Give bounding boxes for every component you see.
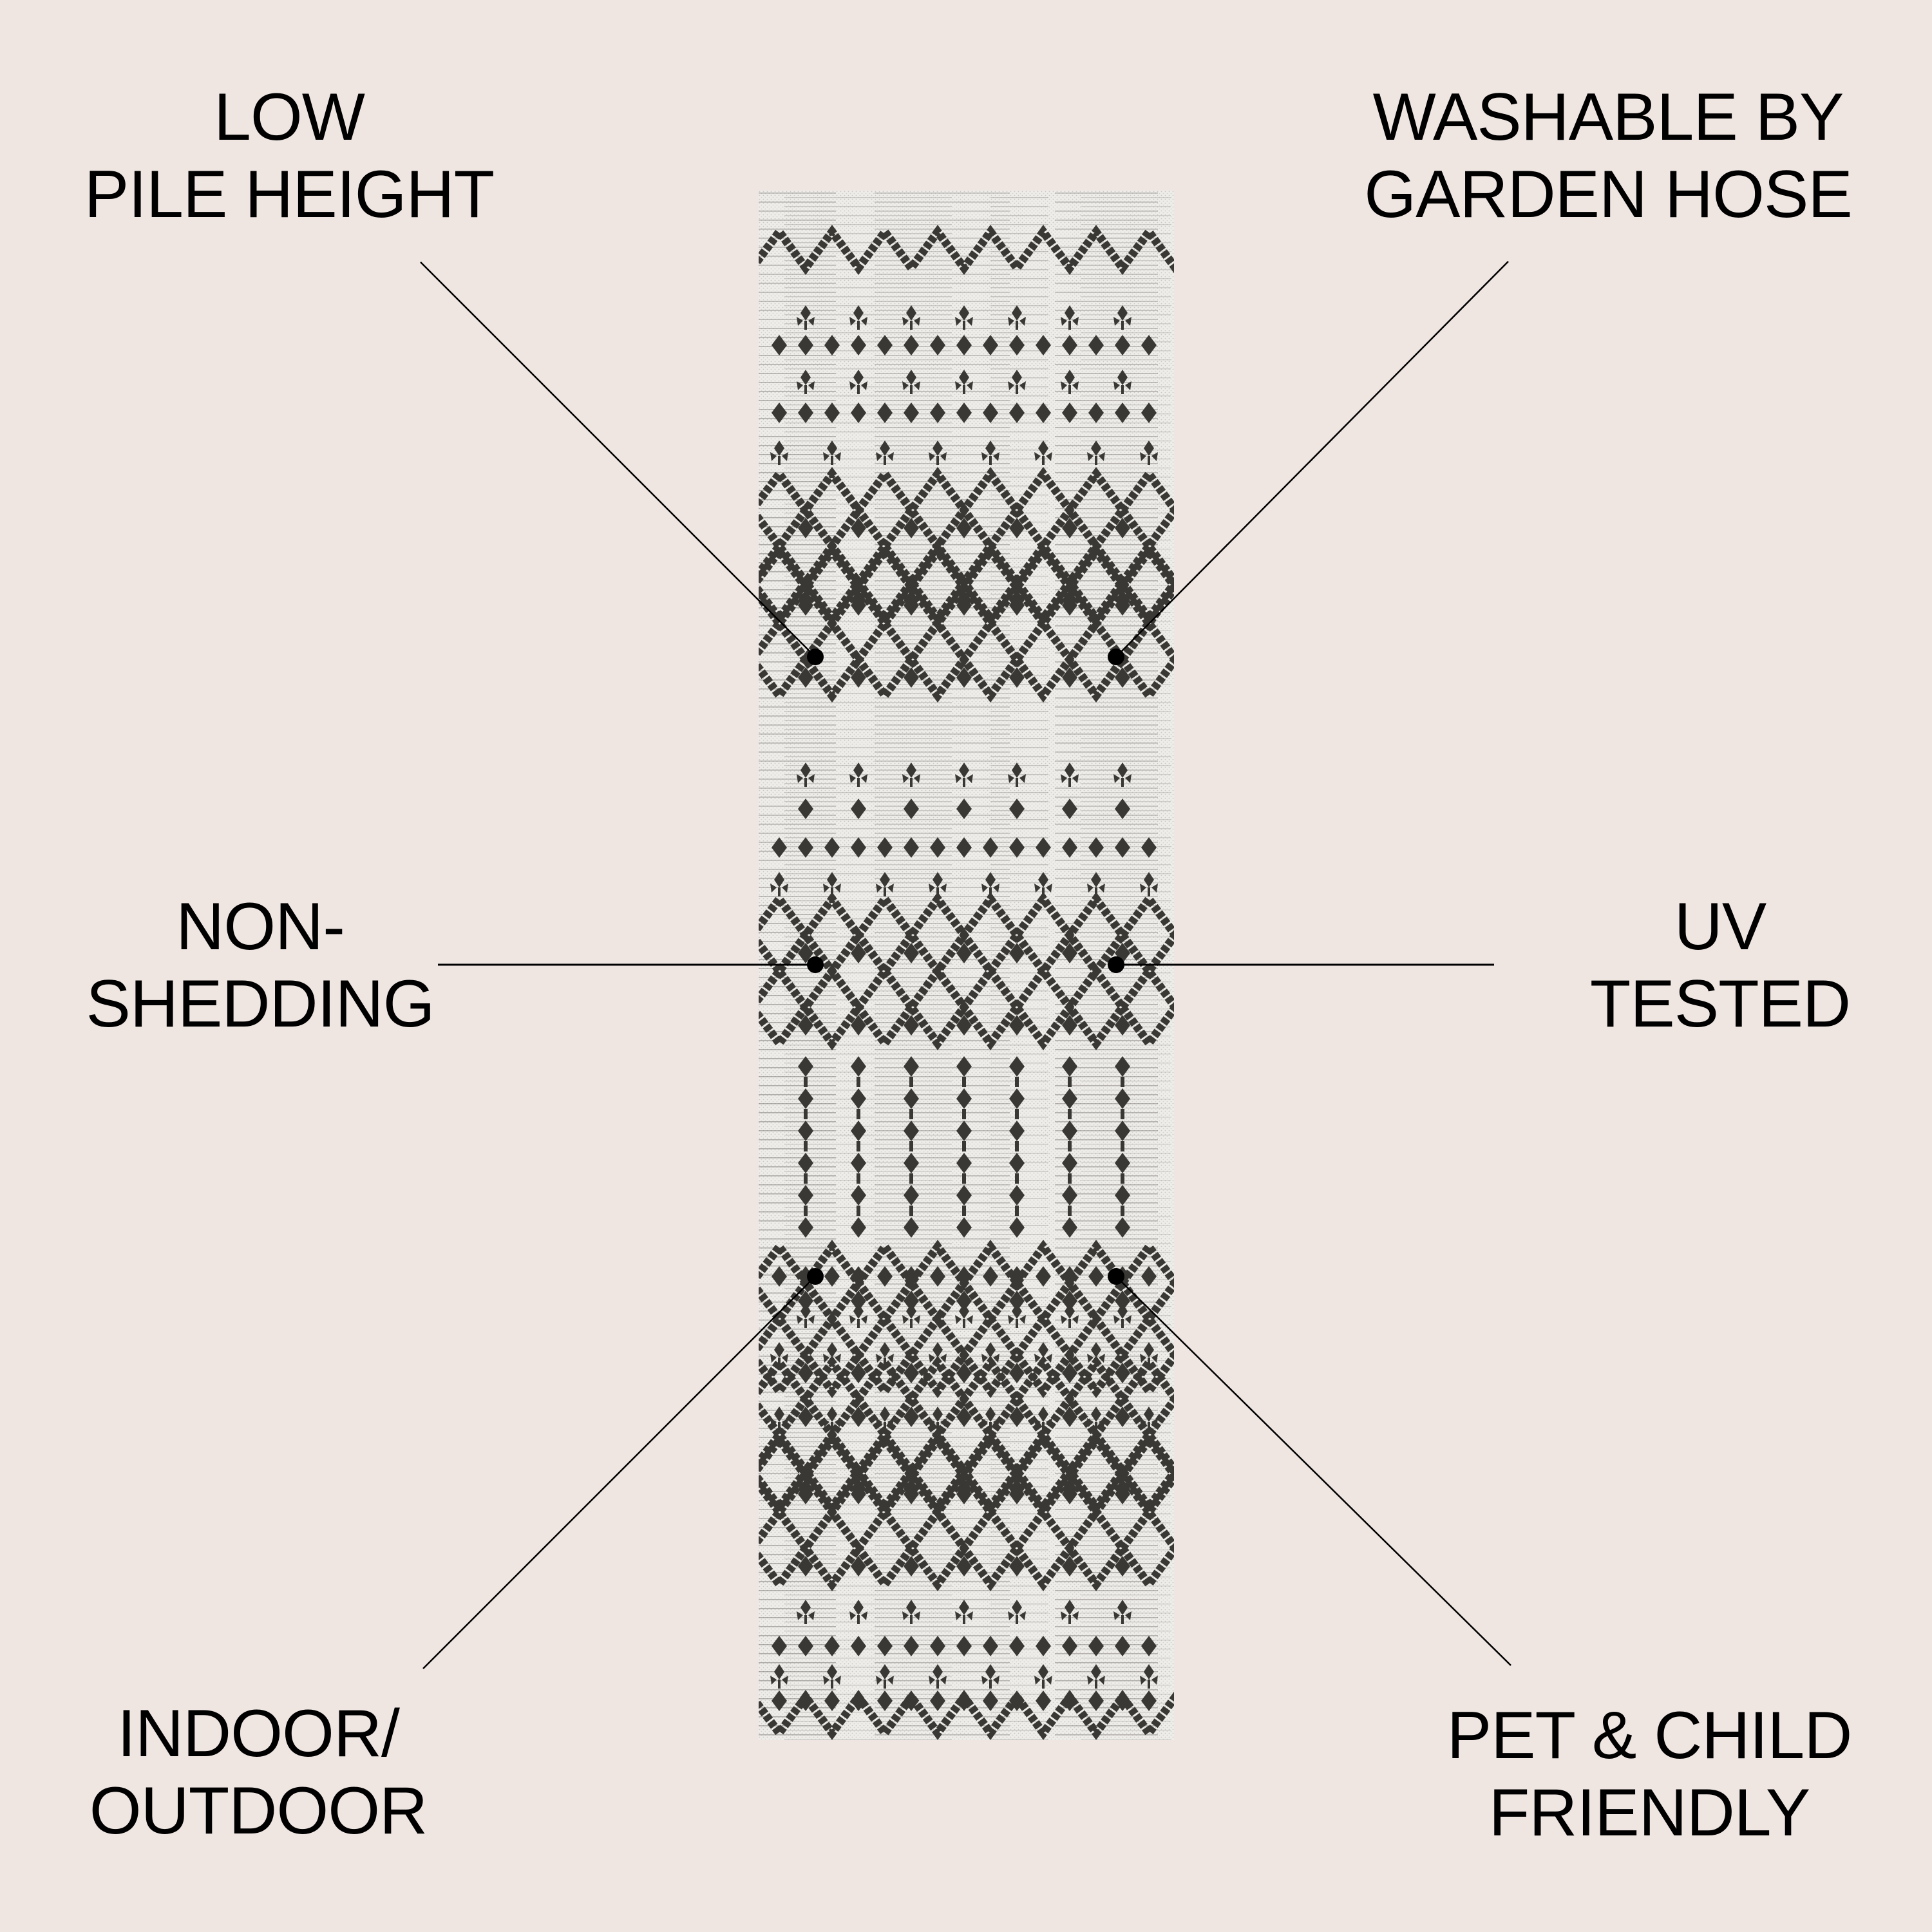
callout-line-pet-child	[1115, 1276, 1511, 1666]
feature-label-washable-by-garden-hose: WASHABLE BY GARDEN HOSE	[1350, 79, 1866, 233]
feature-label-line-2: FRIENDLY	[1488, 1776, 1811, 1850]
feature-label-line-1: INDOOR/	[117, 1696, 400, 1771]
feature-label-indoor-outdoor: INDOOR/ OUTDOOR	[65, 1695, 451, 1850]
feature-label-line-1: WASHABLE BY	[1372, 80, 1844, 155]
feature-label-line-1: LOW	[214, 80, 365, 155]
feature-label-line-2: TESTED	[1589, 967, 1851, 1041]
feature-label-line-1: NON-	[176, 889, 345, 964]
callout-line-washable	[1115, 261, 1509, 658]
rug-pattern-graphic	[759, 191, 1174, 1740]
feature-label-pet-child-friendly: PET & CHILD FRIENDLY	[1424, 1697, 1875, 1852]
feature-label-uv-tested: UV TESTED	[1559, 888, 1881, 1043]
feature-label-line-1: PET & CHILD	[1446, 1698, 1853, 1773]
feature-label-line-2: SHEDDING	[86, 967, 435, 1041]
feature-label-line-2: PILE HEIGHT	[84, 157, 495, 232]
feature-label-low-pile-height: LOW PILE HEIGHT	[83, 79, 495, 233]
feature-label-line-2: OUTDOOR	[89, 1774, 428, 1848]
callout-line-indoor-outdoor	[422, 1276, 816, 1669]
callout-line-low-pile-height	[420, 261, 816, 658]
feature-label-line-2: GARDEN HOSE	[1364, 157, 1853, 232]
rug-runner-image	[759, 191, 1174, 1740]
feature-label-non-shedding: NON- SHEDDING	[67, 888, 453, 1043]
feature-label-line-1: UV	[1674, 889, 1766, 964]
